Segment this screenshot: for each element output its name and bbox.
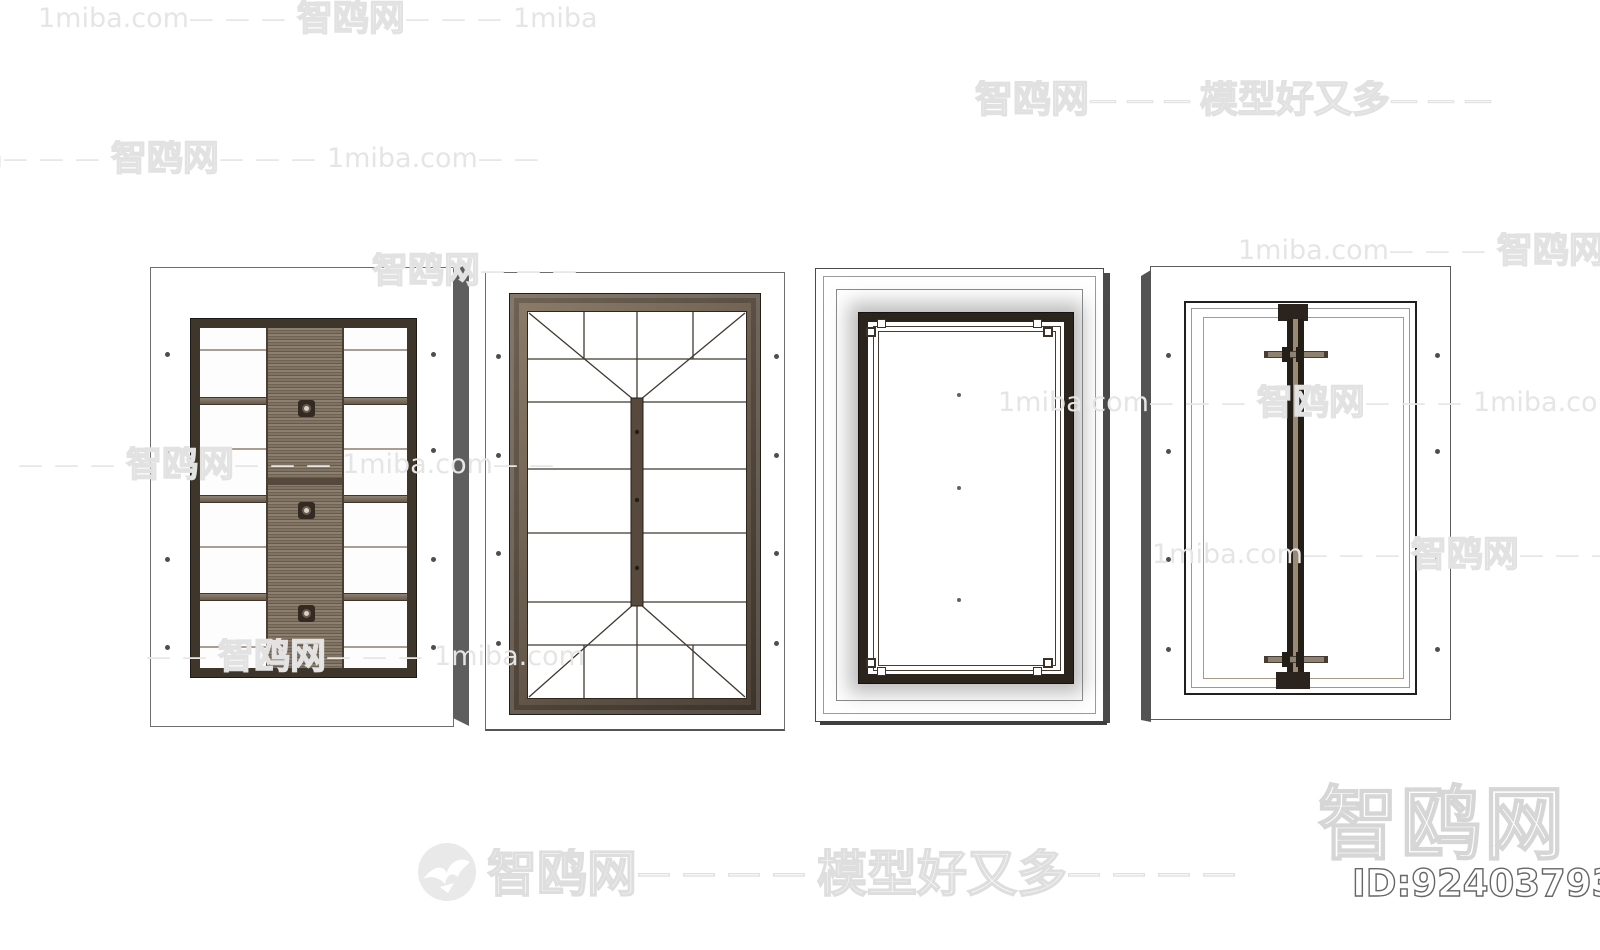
panel-3d-side-face (1141, 270, 1151, 722)
cell-column-left (200, 328, 266, 668)
cell-divider-line (200, 349, 266, 351)
rivet-dot (1166, 353, 1171, 358)
cell-divider-line (344, 349, 407, 351)
rivet-dot (774, 354, 779, 359)
outer-frame-rect (1184, 301, 1417, 695)
watermark-text: 智鸥网————模型好又多———— (487, 848, 1247, 901)
panel-3d-bottom-face (820, 721, 1107, 725)
greek-key-corner-icon (1031, 654, 1055, 678)
cell-divider-bar (200, 495, 266, 503)
lattice-line-art (528, 312, 746, 698)
rivet-dot (1166, 647, 1171, 652)
medallion (298, 502, 315, 519)
cell-divider-bar (344, 593, 407, 601)
seagull-icon (418, 843, 476, 901)
slatted-center-band (266, 328, 344, 668)
rivet-dot (431, 352, 436, 357)
ceiling-panel-greek-key-border (815, 268, 1110, 725)
rivet-dot (496, 551, 501, 556)
corner-ornament-frame (873, 326, 1061, 671)
band-divider (268, 478, 342, 485)
medallion (298, 400, 315, 417)
watermark-text: 智鸥网———模型好又多——— (975, 80, 1502, 120)
site-logo-text: 智鸥网 (1317, 777, 1567, 872)
ceiling-panel-hip-lattice (485, 272, 785, 731)
rivet-dot (431, 645, 436, 650)
ceiling-panel-slatted-center (150, 267, 454, 727)
rivet-dot (431, 448, 436, 453)
watermark-text: 1miba.com———智鸥网—— (1238, 232, 1600, 270)
cell-divider-line (200, 448, 266, 450)
beam-bottom-base (1276, 672, 1310, 689)
inner-trim-line (836, 289, 1083, 701)
cell-divider-bar (344, 397, 407, 405)
crossbar-joint (1282, 652, 1290, 667)
cell-divider-line (344, 646, 407, 648)
outer-trim-line (823, 276, 1096, 714)
rivet-dot (496, 641, 501, 646)
cell-divider-line (200, 546, 266, 548)
watermark-text: 1miba.com———智鸥网———1miba.com—— (0, 140, 550, 178)
rivet-dot (165, 352, 170, 357)
cell-divider-bar (200, 593, 266, 601)
beam-top-capital (1278, 304, 1308, 321)
rivet-dot (165, 645, 170, 650)
rivet-dot (774, 453, 779, 458)
greek-key-corner-icon (864, 654, 888, 678)
rivet-dot (165, 557, 170, 562)
crossbar-joint (1282, 347, 1290, 362)
rivet-dot (1166, 449, 1171, 454)
crossbar-joint (1296, 347, 1304, 362)
rivet-dot (1435, 353, 1440, 358)
ornate-wood-frame (190, 318, 417, 678)
greek-key-corner-icon (864, 317, 888, 341)
greek-key-corner-icon (1031, 317, 1055, 341)
rivet-dot (1435, 557, 1440, 562)
rivet-dot (1435, 647, 1440, 652)
rivet-dot (496, 453, 501, 458)
ceiling-fixture-dot (957, 598, 961, 602)
cell-divider-line (344, 546, 407, 548)
rivet-dot (165, 448, 170, 453)
center-beam (1287, 319, 1304, 677)
model-id: ID:924037936 (1351, 861, 1600, 905)
panel-3d-side-face (1103, 273, 1110, 723)
panel-interior (200, 328, 407, 668)
cell-divider-line (200, 646, 266, 648)
greek-key-band (858, 312, 1074, 684)
cell-column-right (344, 328, 407, 668)
rivet-dot (431, 557, 436, 562)
panel-3d-side-face (453, 262, 469, 726)
ceiling-panel-center-beam (1150, 266, 1451, 720)
crossbar-joint (1296, 652, 1304, 667)
rivet-dot (774, 551, 779, 556)
ceiling-fixture-dot (957, 486, 961, 490)
rivet-dot (774, 641, 779, 646)
wood-molding-frame (509, 293, 761, 715)
medallion (298, 605, 315, 622)
cell-divider-bar (344, 495, 407, 503)
rivet-dot (496, 354, 501, 359)
watermark-text: 1miba.com———智鸥网———1miba.com (38, 0, 598, 38)
cell-divider-line (344, 448, 407, 450)
cell-divider-bar (200, 397, 266, 405)
ceiling-fixture-dot (957, 393, 961, 397)
panel-interior (527, 311, 747, 699)
rivet-dot (1166, 557, 1171, 562)
rivet-dot (1435, 449, 1440, 454)
